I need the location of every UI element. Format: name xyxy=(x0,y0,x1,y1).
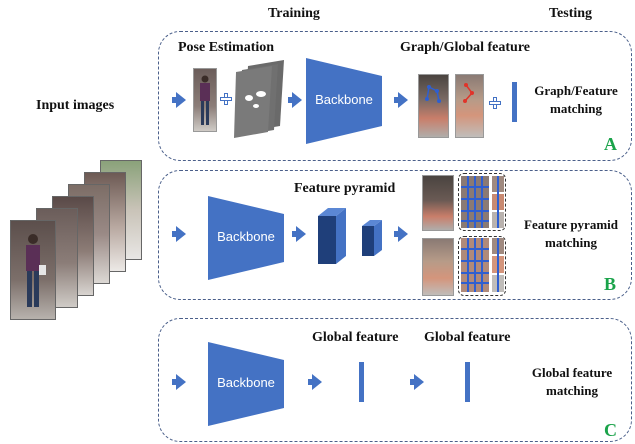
feature-pyramid-cube-small xyxy=(362,220,382,256)
arrow-a2 xyxy=(288,92,302,108)
feature-pyramid-matching-line2: matching xyxy=(545,235,597,250)
graph-feature-image-2 xyxy=(455,74,484,138)
backbone-b-label: Backbone xyxy=(217,229,275,244)
testing-header: Testing xyxy=(549,6,593,21)
global-feature-matching-line1: Global feature xyxy=(531,365,613,380)
graph-nodes-icon xyxy=(463,83,474,103)
graph-feature-matching-line2: matching xyxy=(550,101,602,116)
arrow-a1 xyxy=(172,92,186,108)
graph-feature-matching-label: Graph/Feature matching xyxy=(524,82,628,118)
backbone-c: Backbone xyxy=(208,342,284,426)
panel-b-letter: B xyxy=(604,274,617,294)
feature-pyramid-matching-label: Feature pyramid matching xyxy=(510,216,632,252)
feature-pyramid-matching-line1: Feature pyramid xyxy=(524,217,618,232)
plus-icon-a1 xyxy=(220,93,233,106)
backbone-b: Backbone xyxy=(208,196,284,280)
graph-feature-matching-line1: Graph/Feature xyxy=(534,83,618,98)
pose-heatmap-stack xyxy=(234,60,284,138)
global-feature-matching-line2: matching xyxy=(546,383,598,398)
arrow-b2 xyxy=(292,226,306,242)
feature-vector-a xyxy=(512,82,517,122)
graph-feature-image-1 xyxy=(418,74,449,138)
graph-global-feature-label: Graph/Global feature xyxy=(400,40,531,55)
pose-input-image xyxy=(193,68,217,132)
global-feature-matching-label: Global feature matching xyxy=(516,364,628,400)
panel-a xyxy=(158,31,632,161)
feature-pyramid-cube-large xyxy=(318,208,346,264)
backbone-a: Backbone xyxy=(306,58,382,144)
panel-a-letter: A xyxy=(604,134,617,154)
panel-c xyxy=(158,318,632,442)
pyramid-grid-group-1 xyxy=(458,173,506,231)
arrow-b1 xyxy=(172,226,186,242)
global-feature-label-1: Global feature xyxy=(312,330,399,345)
pose-estimation-label: Pose Estimation xyxy=(178,40,275,55)
arrow-c2 xyxy=(308,374,322,390)
pyramid-grid-group-2 xyxy=(458,236,506,296)
feature-pyramid-label: Feature pyramid xyxy=(294,181,396,196)
global-feature-vector-2 xyxy=(465,362,470,402)
plus-icon-a2 xyxy=(489,97,502,110)
pyramid-image-2 xyxy=(422,238,454,296)
input-image-stack xyxy=(0,150,150,325)
person-figure-icon xyxy=(200,75,210,125)
pyramid-grid-patches xyxy=(461,176,504,292)
arrow-c3 xyxy=(410,374,424,390)
panel-b xyxy=(158,170,632,300)
person-figure-icon xyxy=(26,234,46,307)
panel-c-letter: C xyxy=(604,420,617,440)
backbone-a-label: Backbone xyxy=(315,92,373,107)
arrow-c1 xyxy=(172,374,186,390)
input-image-front xyxy=(10,220,56,320)
pyramid-image-1 xyxy=(422,175,454,231)
arrow-b3 xyxy=(394,226,408,242)
global-feature-label-2: Global feature xyxy=(424,330,511,345)
input-images-label: Input images xyxy=(36,98,115,113)
arrow-a3 xyxy=(394,92,408,108)
backbone-c-label: Backbone xyxy=(217,375,275,390)
graph-nodes-icon xyxy=(425,85,441,103)
training-header: Training xyxy=(268,6,320,21)
global-feature-vector-1 xyxy=(359,362,364,402)
